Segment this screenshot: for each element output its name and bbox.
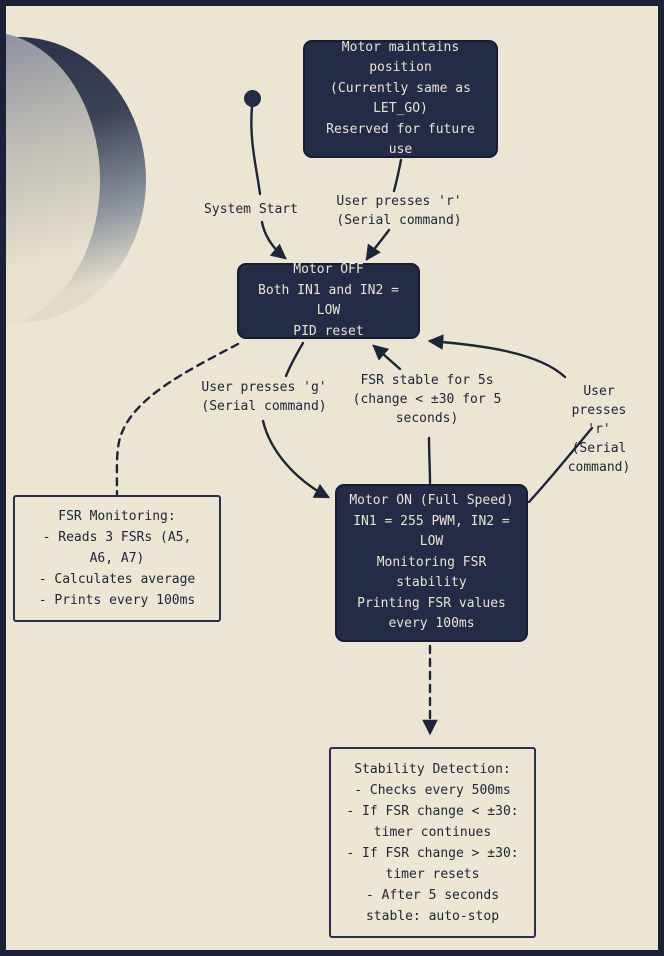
node-motor-on: Motor ON (Full Speed) IN1 = 255 PWM, IN2… bbox=[335, 484, 528, 642]
edge-label-user-g: User presses 'g' (Serial command) bbox=[201, 380, 327, 414]
edge-glabel-to-motoron bbox=[261, 419, 331, 499]
edge-label-system-start: System Start bbox=[204, 202, 298, 217]
edge-start-to-motoroff-a bbox=[250, 105, 262, 196]
edge-label-user-r-right: User presses 'r' (Serial command) bbox=[567, 384, 631, 475]
edge-motoroff-to-glabel bbox=[284, 341, 305, 378]
edge-motoroff-to-note bbox=[115, 342, 240, 496]
node-motor-off: Motor OFF Both IN1 and IN2 = LOW PID res… bbox=[237, 262, 420, 339]
decorative-sphere bbox=[0, 32, 146, 328]
edge-label-fsr-stable: FSR stable for 5s (change < ±30 for 5 se… bbox=[352, 373, 502, 426]
edge-maintain-to-label bbox=[392, 158, 403, 193]
edge-fsrstable-to-motoron bbox=[427, 436, 432, 485]
node-maintain-position: Motor maintains position (Currently same… bbox=[303, 40, 498, 158]
edge-motoron-to-rlabel bbox=[527, 426, 594, 504]
note-stability-detection: Stability Detection: - Checks every 500m… bbox=[329, 747, 536, 938]
edge-label-to-motoroff bbox=[365, 228, 391, 261]
edge-rlabel-to-motoroff bbox=[427, 334, 567, 379]
edge-start-to-motoroff-b bbox=[260, 220, 287, 260]
edge-label-user-r-top: User presses 'r' (Serial command) bbox=[336, 194, 462, 228]
initial-state-dot bbox=[244, 90, 261, 107]
note-fsr-monitoring: FSR Monitoring: - Reads 3 FSRs (A5, A6, … bbox=[13, 495, 221, 622]
edge-fsrstable-to-motoroff bbox=[372, 344, 402, 371]
